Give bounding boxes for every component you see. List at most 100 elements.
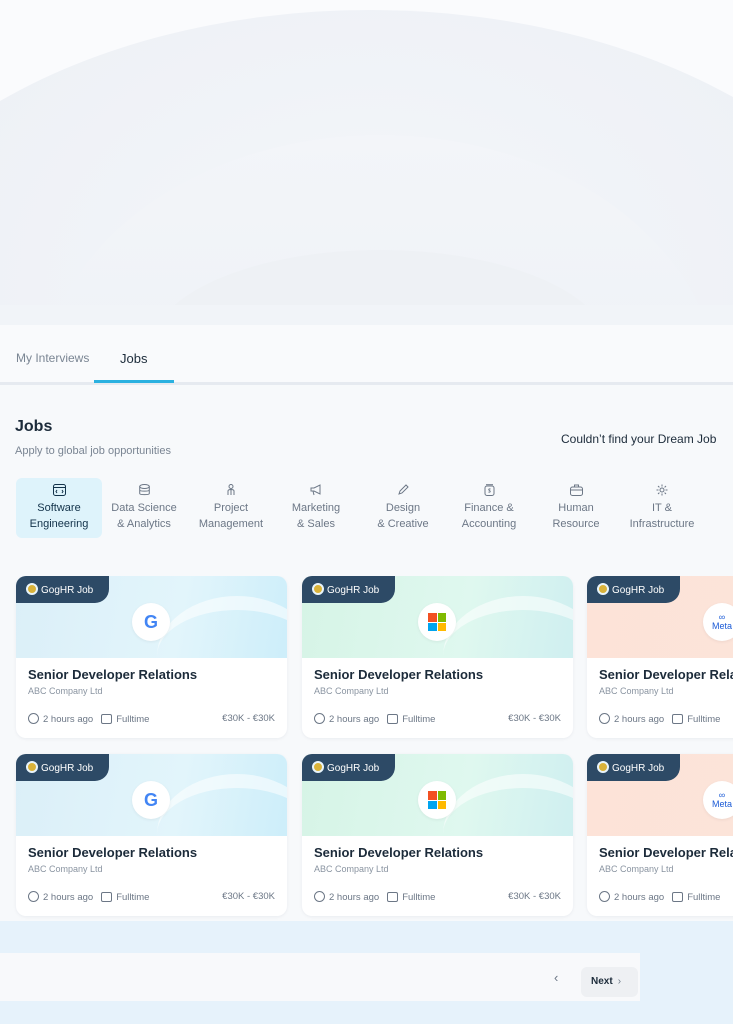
microsoft-logo — [418, 603, 456, 641]
category-label-line2: & Analytics — [117, 518, 171, 530]
globe-icon — [312, 761, 324, 773]
job-card[interactable]: GogHR Job Senior Developer Relations ABC… — [302, 754, 573, 916]
job-type: Fulltime — [116, 714, 150, 725]
job-title: Senior Developer Relat — [599, 667, 733, 682]
category-tabs: Software Engineering Data Science & Anal… — [0, 478, 733, 540]
category-label-line1: Data Science — [111, 502, 177, 514]
job-card[interactable]: GogHR Job G Senior Developer Relations A… — [16, 576, 287, 738]
category-label-line1: Project — [213, 502, 249, 514]
category-software-engineering[interactable]: Software Engineering — [16, 478, 102, 538]
google-logo: G — [132, 781, 170, 819]
category-label-line2: & Creative — [377, 518, 429, 530]
job-card[interactable]: GogHR Job ∞Meta Senior Developer Relat A… — [587, 754, 733, 916]
briefcase-icon — [387, 892, 399, 902]
salary-range: €30K - €30K — [222, 713, 275, 724]
briefcase-icon — [101, 892, 113, 902]
category-label-line2: Management — [198, 518, 264, 530]
globe-icon — [597, 761, 609, 773]
badge-label: GogHR Job — [612, 585, 665, 596]
card-swoosh — [157, 596, 287, 716]
meta-logo-mark: ∞Meta — [711, 790, 732, 809]
meta-logo-text: Meta — [711, 621, 732, 631]
posted-time: 2 hours ago — [43, 892, 94, 903]
badge-label: GogHR Job — [41, 585, 94, 596]
pagination-bar: ‹ Next› — [0, 953, 640, 1001]
google-logo-mark: G — [143, 611, 158, 632]
category-finance-accounting[interactable]: Finance & Accounting — [446, 478, 532, 538]
job-meta: 2 hours ago Fulltime — [28, 713, 149, 725]
badge-label: GogHR Job — [327, 763, 380, 774]
category-data-science[interactable]: Data Science & Analytics — [101, 478, 187, 538]
category-label-line1: Op — [700, 500, 733, 516]
badge-label: GogHR Job — [327, 585, 380, 596]
job-title: Senior Developer Relations — [314, 667, 484, 682]
tab-jobs[interactable]: Jobs — [120, 351, 148, 366]
category-human-resource[interactable]: Human Resource — [533, 478, 619, 538]
category-project-management[interactable]: Project Management — [188, 478, 274, 538]
card-swoosh — [443, 596, 573, 716]
category-label-line2: Infrastructure — [629, 518, 695, 530]
meta-logo: ∞Meta — [703, 603, 733, 641]
globe-icon — [312, 583, 324, 595]
goghr-badge: GogHR Job — [302, 576, 395, 603]
dream-job-link[interactable]: Couldn’t find your Dream Job — [561, 432, 717, 446]
category-label-line1: Design — [385, 502, 421, 514]
google-logo-mark: G — [143, 789, 158, 810]
google-logo: G — [132, 603, 170, 641]
job-meta: 2 hours ago Fulltime — [599, 891, 720, 903]
category-operations-clipped[interactable]: Op & L — [700, 478, 733, 538]
jobs-header: Jobs Apply to global job opportunities — [15, 418, 171, 457]
posted-time: 2 hours ago — [614, 892, 665, 903]
meta-logo-text: Meta — [711, 799, 732, 809]
megaphone-icon — [273, 484, 359, 498]
next-page-button[interactable]: Next› — [581, 967, 638, 997]
category-label-line2: Engineering — [29, 518, 89, 530]
card-header-bg — [302, 576, 573, 658]
prev-page-button[interactable]: ‹ — [554, 970, 559, 985]
category-it-infrastructure[interactable]: IT & Infrastructure — [619, 478, 705, 538]
category-label-line2: Accounting — [461, 518, 517, 530]
category-marketing-sales[interactable]: Marketing & Sales — [273, 478, 359, 538]
clock-icon — [28, 713, 39, 724]
briefcase-icon — [387, 714, 399, 724]
category-design-creative[interactable]: Design & Creative — [360, 478, 446, 538]
next-label: Next — [591, 976, 613, 987]
company-name: ABC Company Ltd — [314, 686, 389, 696]
clock-icon — [599, 891, 610, 902]
microsoft-logo-mark — [428, 613, 446, 631]
database-icon — [101, 484, 187, 498]
code-window-icon — [16, 484, 102, 498]
category-label-line1: Human — [558, 502, 594, 514]
briefcase-icon — [533, 484, 619, 498]
job-meta: 2 hours ago Fulltime — [314, 713, 435, 725]
goghr-badge: GogHR Job — [587, 754, 680, 781]
category-label-line1: Finance & — [464, 502, 514, 514]
posted-time: 2 hours ago — [614, 714, 665, 725]
category-label-line2: Resource — [552, 518, 600, 530]
posted-time: 2 hours ago — [43, 714, 94, 725]
tab-my-interviews[interactable]: My Interviews — [16, 351, 90, 365]
company-name: ABC Company Ltd — [314, 864, 389, 874]
gear-icon — [619, 484, 705, 498]
job-title: Senior Developer Relations — [314, 845, 484, 860]
job-card[interactable]: GogHR Job Senior Developer Relations ABC… — [302, 576, 573, 738]
job-type: Fulltime — [687, 714, 721, 725]
salary-range: €30K - €30K — [508, 891, 561, 902]
salary-range: €30K - €30K — [508, 713, 561, 724]
pen-icon — [360, 484, 446, 498]
globe-icon — [597, 583, 609, 595]
job-type: Fulltime — [687, 892, 721, 903]
globe-icon — [26, 761, 38, 773]
job-meta: 2 hours ago Fulltime — [599, 713, 720, 725]
meta-logo-mark: ∞Meta — [711, 612, 732, 631]
briefcase-icon — [672, 892, 684, 902]
company-name: ABC Company Ltd — [28, 864, 103, 874]
clock-icon — [314, 713, 325, 724]
category-label-line1: Marketing — [291, 502, 341, 514]
job-card[interactable]: GogHR Job ∞Meta Senior Developer Relat A… — [587, 576, 733, 738]
posted-time: 2 hours ago — [329, 714, 380, 725]
job-cards-grid: GogHR Job G Senior Developer Relations A… — [0, 576, 733, 921]
job-card[interactable]: GogHR Job G Senior Developer Relations A… — [16, 754, 287, 916]
job-type: Fulltime — [402, 714, 436, 725]
